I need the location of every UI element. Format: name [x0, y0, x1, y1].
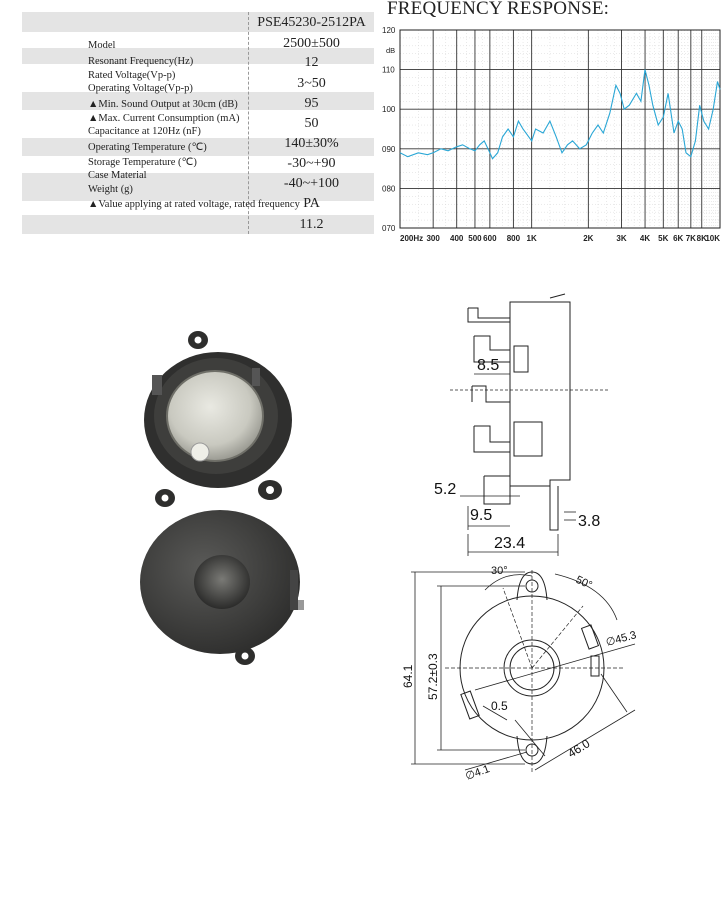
spec-label-weight: Weight (g): [88, 184, 133, 195]
chart-xtick-label: 6K: [673, 234, 683, 243]
table-row: [22, 92, 374, 110]
spec-label-min-sound-output: ▲Min. Sound Output at 30cm (dB): [88, 99, 238, 110]
spec-label-storage-temperature: Storage Temperature (℃): [88, 157, 197, 168]
chart-xtick-label: 300: [426, 234, 440, 243]
spec-label-model: Model: [88, 40, 116, 51]
spec-label-max-current: ▲Max. Current Consumption (mA): [88, 113, 240, 124]
chart-ytick-label: 120: [382, 26, 396, 35]
chart-frame: [399, 29, 721, 229]
table-row: [22, 64, 374, 92]
chart-xtick-label: 10K: [705, 234, 720, 243]
chart-xtick-label: 500: [468, 234, 482, 243]
dim-diameter-4-1: ∅4.1: [464, 763, 491, 783]
chart-ytick-label: 070: [382, 224, 396, 233]
chart-xtick-label: 200Hz: [400, 234, 423, 243]
front-view-drawing: 30° 50° ∅45.3 64.1 57.2±0.3 0.5 46.0 ∅4.…: [401, 565, 638, 783]
spec-table: [22, 12, 374, 234]
chart-series-line: [399, 69, 721, 160]
dim-diameter-45-3: ∅45.3: [605, 629, 638, 649]
spec-value-model: 2500±500: [283, 36, 340, 51]
spec-label-rated-voltage: Rated Voltage(Vp-p): [88, 70, 176, 81]
table-row-header: [22, 12, 374, 32]
dim-23-4: 23.4: [494, 535, 525, 552]
spec-label-note: ▲Value applying at rated voltage, rated …: [88, 199, 300, 210]
dim-46-0: 46.0: [565, 736, 593, 760]
spec-label-case-material: Case Material: [88, 170, 147, 181]
table-row: [22, 110, 374, 138]
spec-label-capacitance: Capacitance at 120Hz (nF): [88, 126, 201, 137]
chart-ytick-label: 110: [382, 66, 395, 75]
dim-57-2: 57.2±0.3: [426, 653, 440, 700]
dim-5-2: 5.2: [434, 481, 456, 498]
buzzer-product-photo: [140, 331, 304, 665]
chart-xtick-label: 4K: [640, 234, 650, 243]
chart-title: FREQUENCY RESPONSE:: [387, 0, 610, 19]
side-view-drawing: 8.5 5.2 9.5 3.8 23.4: [434, 293, 610, 556]
chart-ytick-label: 100: [382, 105, 396, 114]
chart-xtick-label: 3K: [616, 234, 626, 243]
table-row: [22, 173, 374, 201]
dim-0-5: 0.5: [491, 699, 508, 713]
chart-xtick-label: 5K: [658, 234, 668, 243]
spec-value-weight: -40~+100: [283, 176, 340, 191]
table-row: [22, 201, 374, 215]
table-row: [22, 156, 374, 173]
chart-xtick-label: 8K: [697, 234, 707, 243]
buzzer-rear: [144, 331, 292, 500]
chart-xtick-label: 1K: [527, 234, 537, 243]
chart-ytick-label: 080: [382, 184, 396, 193]
table-row: [22, 48, 374, 64]
spec-value-pa: PA: [303, 196, 320, 211]
dim-9-5: 9.5: [470, 507, 492, 524]
spec-value-min-sound-output: 95: [304, 96, 319, 111]
chart-ylabel: dB: [386, 46, 395, 55]
spec-label-operating-voltage: Operating Voltage(Vp-p): [88, 83, 193, 94]
table-column-divider: [248, 12, 249, 234]
chart-xtick-label: 800: [507, 234, 521, 243]
chart-xtick-label: 7K: [686, 234, 696, 243]
dim-8-5: 8.5: [477, 357, 499, 374]
spec-value-storage-temperature: -30~+90: [287, 156, 336, 171]
chart-xtick-label: 400: [450, 234, 464, 243]
chart-xtick-label: 600: [483, 234, 497, 243]
buzzer-front: [140, 489, 304, 665]
table-row: [22, 215, 374, 234]
dim-30-deg: 30°: [491, 565, 508, 577]
chart-xtick-label: 2K: [583, 234, 593, 243]
spec-label-resonant-frequency: Resonant Frequency(Hz): [88, 56, 194, 67]
dim-3-8: 3.8: [578, 513, 600, 530]
table-row: [22, 138, 374, 156]
spec-value-operating-voltage: 3~50: [297, 76, 326, 91]
spec-value-max-current: 50: [304, 116, 319, 131]
spec-value-last: 11.2: [299, 217, 324, 232]
dim-64-1: 64.1: [401, 664, 415, 688]
spec-value-resonant-frequency: 12: [304, 55, 319, 70]
spec-value-operating-temperature: 140±30%: [284, 136, 339, 151]
spec-header: PSE45230-2512PA: [257, 15, 366, 30]
table-row: [22, 32, 374, 48]
spec-label-operating-temperature: Operating Temperature (℃): [88, 142, 207, 153]
dim-50-deg: 50°: [574, 574, 594, 592]
chart-ytick-label: 090: [382, 145, 396, 154]
